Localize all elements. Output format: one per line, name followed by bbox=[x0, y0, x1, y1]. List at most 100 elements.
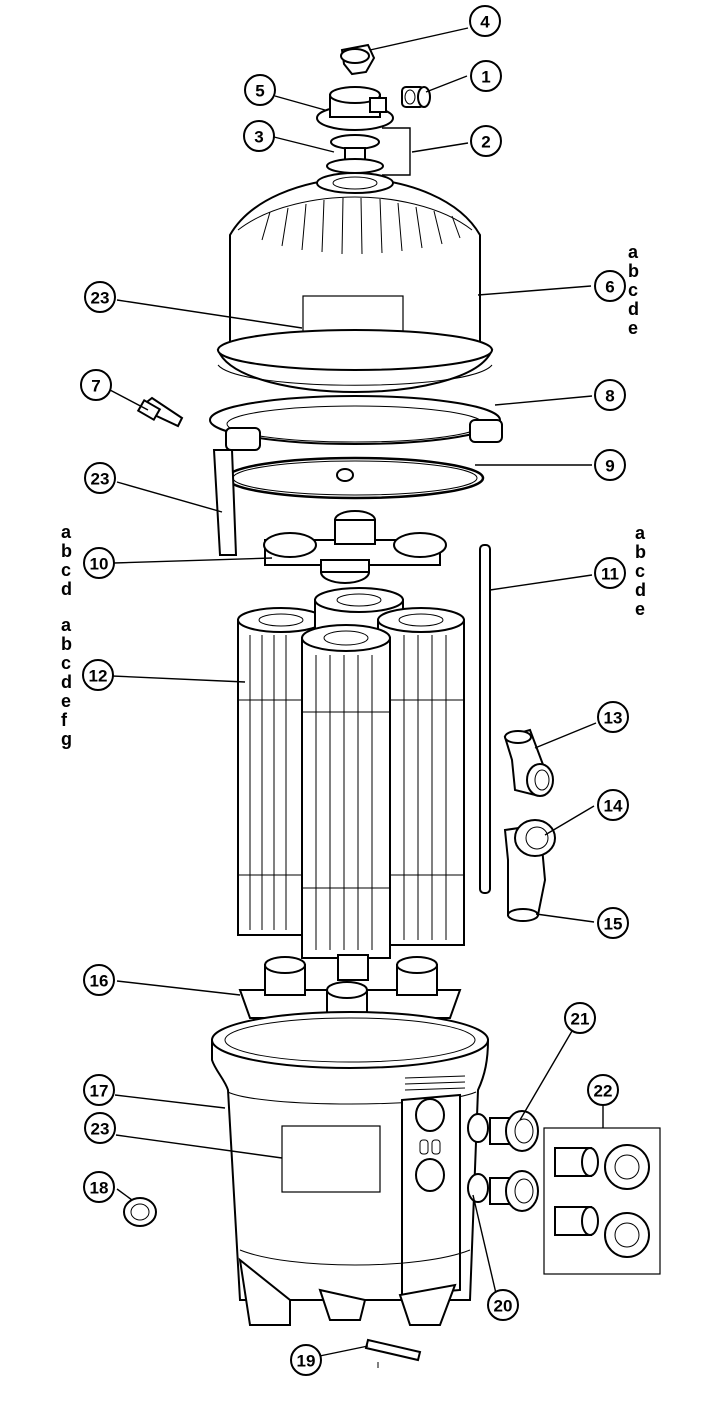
callout-23: 23 bbox=[84, 462, 116, 494]
variant-letter: b bbox=[61, 634, 72, 654]
callout-circle bbox=[243, 120, 275, 152]
callout-number: 22 bbox=[594, 1082, 613, 1101]
variant-letter: e bbox=[628, 318, 638, 338]
callout-number: 5 bbox=[255, 82, 264, 101]
callout-circle bbox=[82, 659, 114, 691]
drain-cap bbox=[123, 1197, 157, 1227]
callout-circle bbox=[83, 1171, 115, 1203]
callout-circle bbox=[597, 789, 629, 821]
callout-number: 3 bbox=[254, 128, 263, 147]
callout-7: 7 bbox=[80, 369, 112, 401]
variant-letter: d bbox=[635, 580, 646, 600]
variant-letter: c bbox=[628, 280, 638, 300]
variant-letter: a bbox=[628, 242, 639, 262]
callout-16: 16 bbox=[83, 964, 115, 996]
variant-letter: b bbox=[61, 541, 72, 561]
callout-circle bbox=[564, 1002, 596, 1034]
variant-letter: a bbox=[635, 523, 646, 543]
lower-manifold bbox=[238, 954, 462, 1023]
callout-8: 8 bbox=[594, 379, 626, 411]
outlet-elbow bbox=[503, 819, 556, 922]
callout-3: 3 bbox=[243, 120, 275, 152]
callout-number: 19 bbox=[297, 1352, 316, 1371]
callout-22: 22 bbox=[587, 1074, 619, 1106]
callout-9: 9 bbox=[594, 449, 626, 481]
union-fittings bbox=[467, 1110, 539, 1212]
callout-6: 6 bbox=[594, 270, 626, 302]
callout-1: 1 bbox=[470, 60, 502, 92]
callout-number: 23 bbox=[91, 1120, 110, 1139]
variant-letter: c bbox=[61, 560, 71, 580]
callout-23: 23 bbox=[84, 1112, 116, 1144]
variant-letter: d bbox=[628, 299, 639, 319]
callout-11: 11 bbox=[594, 557, 626, 589]
variant-letter: e bbox=[635, 599, 645, 619]
callout-circle bbox=[470, 60, 502, 92]
callout-layer: 1234567891011121314151617181920212223232… bbox=[80, 5, 629, 1376]
callout-number: 14 bbox=[604, 797, 623, 816]
base-clip bbox=[364, 1338, 422, 1368]
callout-circle bbox=[594, 270, 626, 302]
callout-circle bbox=[83, 1074, 115, 1106]
union-kit bbox=[543, 1127, 661, 1275]
air-tube bbox=[479, 544, 491, 894]
o-ring-adapter bbox=[326, 134, 384, 174]
variant-letter: c bbox=[61, 653, 71, 673]
variant-letter: c bbox=[635, 561, 645, 581]
callout-2: 2 bbox=[470, 125, 502, 157]
callout-number: 23 bbox=[91, 470, 110, 489]
callout-circle bbox=[597, 701, 629, 733]
callout-number: 16 bbox=[90, 972, 109, 991]
variant-letter: a bbox=[61, 522, 72, 542]
callout-circle bbox=[594, 379, 626, 411]
callout-10: 10 bbox=[83, 547, 115, 579]
callout-number: 20 bbox=[494, 1297, 513, 1316]
callout-number: 15 bbox=[604, 915, 623, 934]
variant-letter: g bbox=[61, 729, 72, 749]
cartridge-elements bbox=[237, 587, 465, 959]
variant-letter: d bbox=[61, 579, 72, 599]
clamp-bolt bbox=[136, 396, 184, 428]
callout-21: 21 bbox=[564, 1002, 596, 1034]
callout-number: 7 bbox=[91, 377, 100, 396]
callout-circle bbox=[83, 547, 115, 579]
variant-letter: d bbox=[61, 672, 72, 692]
callout-number: 13 bbox=[604, 709, 623, 728]
callout-12: 12 bbox=[82, 659, 114, 691]
callout-circle bbox=[469, 5, 501, 37]
callout-5: 5 bbox=[244, 74, 276, 106]
callout-number: 4 bbox=[480, 13, 490, 32]
callout-number: 2 bbox=[481, 133, 490, 152]
variant-letter: a bbox=[61, 615, 72, 635]
leader-lines bbox=[109, 27, 604, 1359]
callout-number: 11 bbox=[601, 565, 619, 584]
callout-circle bbox=[587, 1074, 619, 1106]
variant-letter: f bbox=[61, 710, 68, 730]
variant-letter: b bbox=[635, 542, 646, 562]
callout-number: 23 bbox=[91, 289, 110, 308]
callout-number: 17 bbox=[90, 1082, 109, 1101]
variant-letter: e bbox=[61, 691, 71, 711]
callout-circle bbox=[83, 964, 115, 996]
elbow-fitting bbox=[503, 728, 554, 797]
label-strap bbox=[212, 449, 238, 556]
callout-15: 15 bbox=[597, 907, 629, 939]
callout-circle bbox=[487, 1289, 519, 1321]
callout-circle bbox=[244, 74, 276, 106]
callout-23: 23 bbox=[84, 281, 116, 313]
tank-lid bbox=[216, 172, 494, 394]
air-relief-cap bbox=[340, 43, 376, 76]
callout-13: 13 bbox=[597, 701, 629, 733]
callout-circle bbox=[597, 907, 629, 939]
callout-14: 14 bbox=[597, 789, 629, 821]
clamp-ring bbox=[209, 395, 503, 482]
callout-number: 9 bbox=[605, 457, 614, 476]
callout-circle bbox=[80, 369, 112, 401]
callout-18: 18 bbox=[83, 1171, 115, 1203]
callout-circle bbox=[470, 125, 502, 157]
